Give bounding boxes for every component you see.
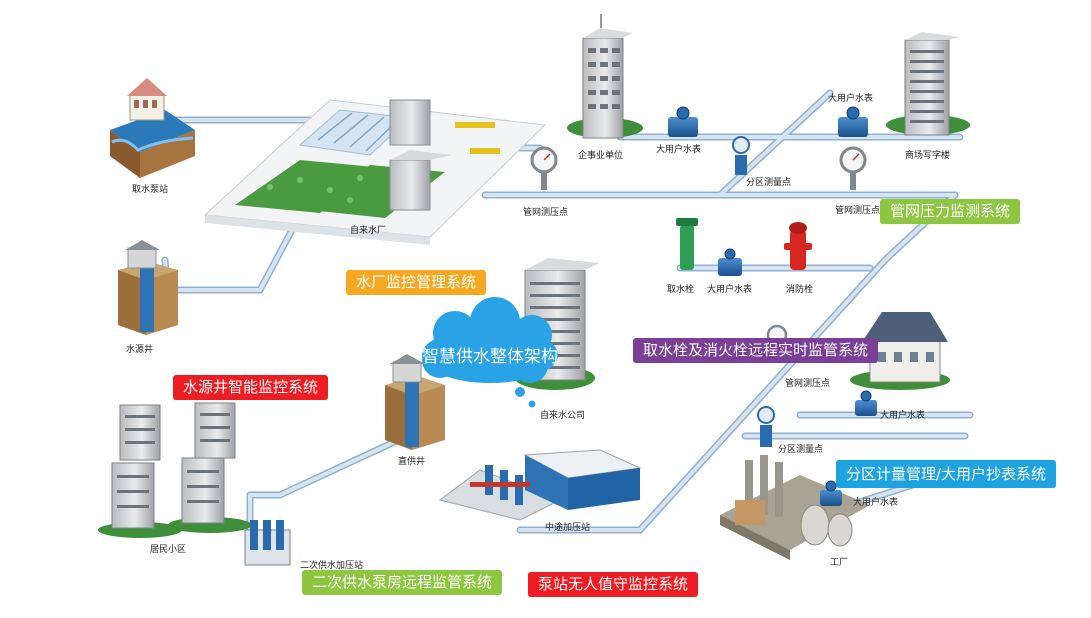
secondary-booster-station-icon [244,520,291,566]
water-source-well-icon [118,240,178,335]
system-tag-pump-unattended: 泵站无人值守监控系统 [528,572,699,597]
zone-metering-point-2-label: 分区测量点 [778,444,823,455]
direct-supply-well-icon [385,354,445,450]
pipe-pressure-point-1-icon [530,146,558,190]
large-user-meter-3-label: 大用户水表 [707,283,752,295]
zone-metering-point-2-icon [757,406,775,447]
large-user-meter-3-icon [718,248,742,276]
zone-metering-point-1-icon [732,136,750,175]
water-source-well-label: 水源井 [126,343,153,355]
system-tag-plant-monitor: 水厂监控管理系统 [346,270,487,295]
large-user-meter-5-label: 大用户水表 [853,496,898,508]
water-plant-icon [203,99,547,245]
system-tag-hydrant-monitor: 取水栓及消火栓远程实时监管系统 [633,338,879,363]
factory-label: 工厂 [830,557,848,568]
office-building-label: 商场写字楼 [905,149,950,161]
system-tag-pipe-pressure: 管网压力监测系统 [880,199,1021,224]
office-building-icon [886,32,970,136]
large-user-meter-1-label: 大用户水表 [656,143,701,155]
zone-metering-point-1-label: 分区测量点 [746,177,791,188]
secondary-booster-station-label: 二次供水加压站 [300,559,363,571]
water-plant-label: 自来水厂 [350,224,386,236]
villa-icon [850,312,950,390]
residential-area-label: 居民小区 [150,544,186,555]
hydrant-intake-label: 取水栓 [667,283,694,295]
system-tag-secondary-pump: 二次供水泵房远程监管系统 [302,570,503,595]
intake-pump-station-icon [110,78,195,178]
large-user-meter-2-icon [838,106,868,137]
system-tag-well-monitor: 水源井智能监控系统 [173,375,329,400]
pipe-pressure-point-3-label: 管网测压点 [785,377,830,389]
large-user-meter-4-label: 大用户水表 [880,409,925,421]
large-user-meter-5-icon [820,480,842,506]
fire-hydrant-icon [784,222,812,270]
pipe-pressure-point-2-label: 管网测压点 [835,204,880,216]
midway-booster-station-icon [438,449,642,521]
center-title: 智慧供水整体架构 [422,347,558,367]
system-tag-zone-metering: 分区计量管理/大用户抄表系统 [836,460,1057,488]
midway-booster-station-label: 中途加压站 [545,521,590,533]
large-user-meter-4-icon [855,390,877,416]
hydrant-intake-icon [676,218,698,270]
residential-area-icon [98,402,252,538]
pipe-pressure-point-1-label: 管网测压点 [523,206,568,218]
pipe-pressure-point-2-icon [839,146,867,190]
large-user-meter-1-icon [668,106,698,137]
enterprise-unit-label: 企事业单位 [578,149,623,161]
enterprise-unit-icon [567,14,643,139]
direct-supply-well-label: 直供井 [398,455,425,467]
fire-hydrant-label: 消防栓 [786,283,813,295]
water-company-label: 自来水公司 [540,409,585,421]
large-user-meter-2-label: 大用户水表 [828,92,873,104]
cloud-icon [422,297,558,408]
intake-pump-station-label: 取水泵站 [132,183,168,195]
